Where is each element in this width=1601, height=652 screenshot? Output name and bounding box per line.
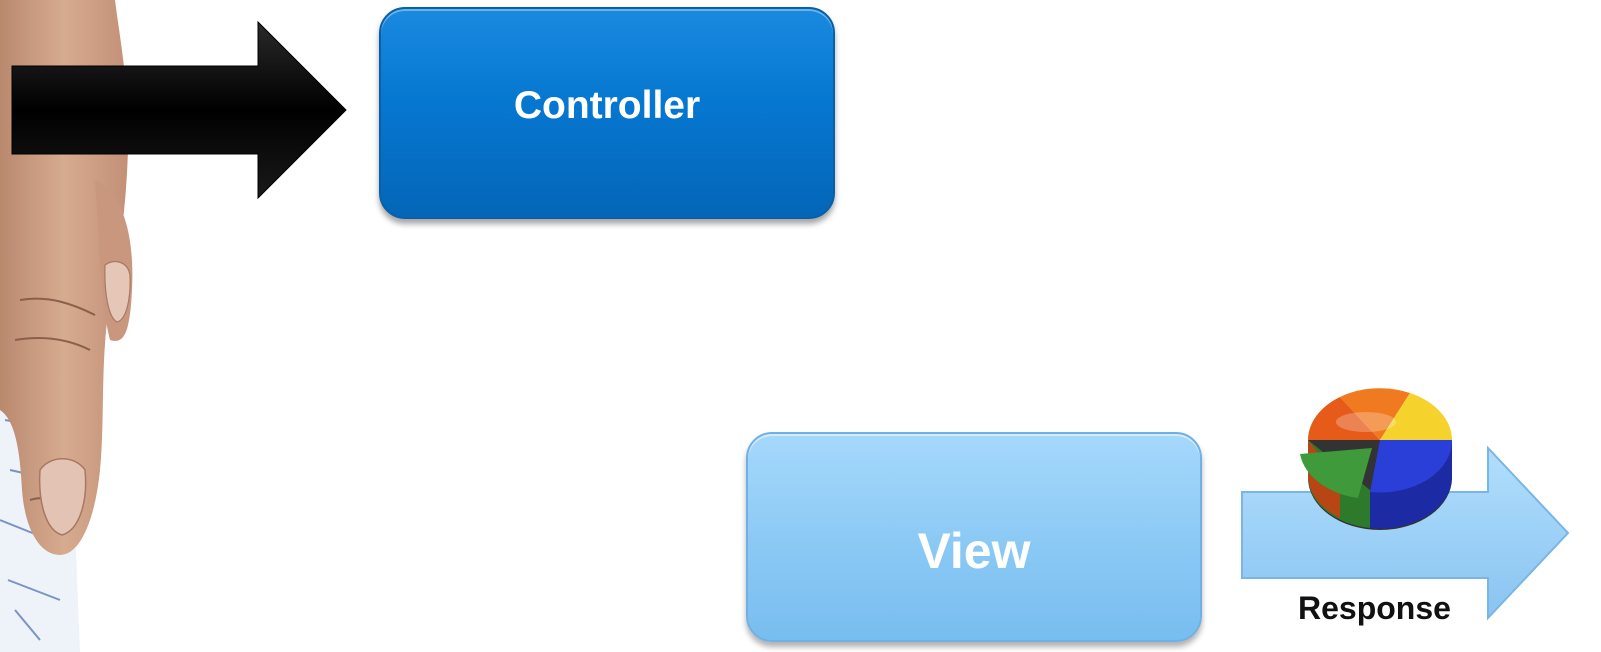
response-label: Response	[1298, 590, 1451, 626]
controller-label: Controller	[513, 84, 701, 127]
controller-box[interactable]: Controller	[379, 7, 835, 219]
view-box[interactable]: View	[746, 432, 1202, 642]
input-arrow	[11, 20, 347, 200]
view-label: View	[917, 523, 1031, 579]
